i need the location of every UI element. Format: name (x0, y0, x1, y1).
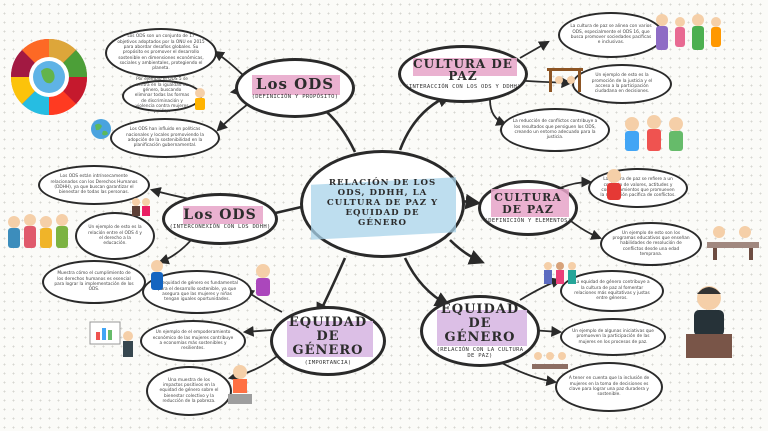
note-paz-ods16: La cultura de paz se alinea con varios O… (558, 12, 664, 58)
note-equidad-impact: Una muestra de los impactos positivos en… (146, 366, 232, 416)
note-equidad-decisions: A tener en cuenta que la inclusión de mu… (555, 362, 663, 412)
note-ods4-education: Un ejemplo de esto es la relación entre … (75, 212, 155, 260)
presentation-icon (89, 321, 133, 357)
ods-ddhh-subtitle: (INTERCONEXIÓN CON LOS DDHH) (169, 224, 271, 230)
family-icon (656, 14, 721, 50)
children-group-icon (625, 115, 683, 151)
ods-definition-subtitle: (DEFINICIÓN Y PROPÓSITO) (251, 93, 339, 100)
earth-icon (91, 119, 111, 139)
highlight-pink (491, 189, 569, 217)
note-equidad-economic: Un ejemplo de el empoderamiento económic… (140, 320, 246, 362)
node-ods-definition[interactable]: Los ODS (DEFINICIÓN Y PROPÓSITO) (235, 58, 355, 118)
link-center-loop (449, 239, 485, 265)
note-paz-conflicts: La reducción de conflictos contribuye a … (500, 108, 610, 152)
node-ods-ddhh[interactable]: Los ODS (INTERCONEXIÓN CON LOS DDHH) (162, 193, 278, 245)
celebration-icon (228, 365, 252, 404)
diverse-people-icon (544, 262, 576, 284)
highlight-pink (252, 75, 340, 95)
node-equidad-importance[interactable]: EQUIDAD DE GÉNERO (IMPORTANCIA) (270, 306, 386, 376)
playground-icon (547, 68, 583, 92)
note-paz-programs: Un ejemplo de esto son los programas edu… (600, 222, 702, 266)
link-center-paz1 (398, 92, 453, 151)
note-ods5-example: Por ejemplo el ODS 5 se centra en la igu… (122, 77, 202, 114)
paz-interaction-title: CULTURA DE PAZ (413, 57, 513, 83)
sdg-wheel-icon (10, 38, 88, 116)
family-small-icon (132, 198, 150, 216)
node-paz-definition[interactable]: CULTURA DE PAZ (DEFINICIÓN Y ELEMENTOS) (478, 180, 578, 236)
child-icon (195, 88, 205, 110)
equidad-importance-subtitle: (IMPORTANCIA) (304, 360, 352, 367)
note-ddhh-essential: Muestra cómo el cumplimiento de los dere… (42, 260, 146, 304)
highlight-pink (183, 206, 263, 224)
ods-definition-title: Los ODS (255, 74, 335, 93)
classroom-icon (707, 226, 759, 260)
waving-child-icon (607, 169, 621, 200)
node-equidad-paz[interactable]: EQUIDAD DE GÉNERO (RELACIÓN CON LA CULTU… (420, 295, 540, 367)
paz-definition-subtitle: (DEFINICIÓN Y ELEMENTOS) (484, 218, 572, 225)
equidad-paz-subtitle: (RELACIÓN CON LA CULTURA DE PAZ) (436, 347, 524, 360)
central-topic[interactable]: RELACIÓN DE LOS ODS, DDHH, LA CULTURA DE… (300, 150, 465, 258)
note-paz-example: Un ejemplo de esto es la promoción de la… (572, 64, 672, 104)
highlight-lavender (287, 321, 373, 357)
meeting-icon (532, 352, 568, 369)
note-ods-ddhh: Los ODS están intrínsecamente relacionad… (38, 165, 150, 205)
note-paz-definition: La cultura de paz se refiere a un conjun… (588, 168, 688, 208)
highlight-lavender (437, 310, 527, 346)
paz-definition-title: CULTURA DE PAZ (494, 190, 562, 216)
equidad-importance-title: EQUIDAD DE GÉNERO (288, 314, 368, 359)
figure-icon (151, 260, 163, 290)
note-ods-policies: Los ODS han influido en políticas nacion… (110, 118, 220, 158)
link-center-eq2 (403, 257, 451, 307)
note-equidad-initiatives: Un ejemplo de algunas iniciativas que pr… (560, 318, 666, 356)
speaker-icon (686, 286, 732, 358)
note-equidad-paz: La equidad de género contribuye a la cul… (560, 270, 664, 312)
ods-ddhh-title: Los ODS (183, 207, 257, 223)
node-paz-interaction[interactable]: CULTURA DE PAZ (INTERACCIÓN CON LOS ODS … (398, 45, 528, 103)
paz-interaction-subtitle: (INTERACCIÓN CON LOS ODS Y DDHH) (405, 84, 521, 90)
woman-icon (256, 264, 270, 296)
people-group-icon (8, 214, 68, 248)
equidad-paz-title: EQUIDAD DE GÉNERO (440, 301, 520, 346)
note-ods-definition: Los ODS son un conjunto de 17 objetivos … (105, 28, 217, 78)
highlight-pink (413, 58, 517, 76)
central-title: RELACIÓN DE LOS ODS, DDHH, LA CULTURA DE… (326, 178, 439, 228)
